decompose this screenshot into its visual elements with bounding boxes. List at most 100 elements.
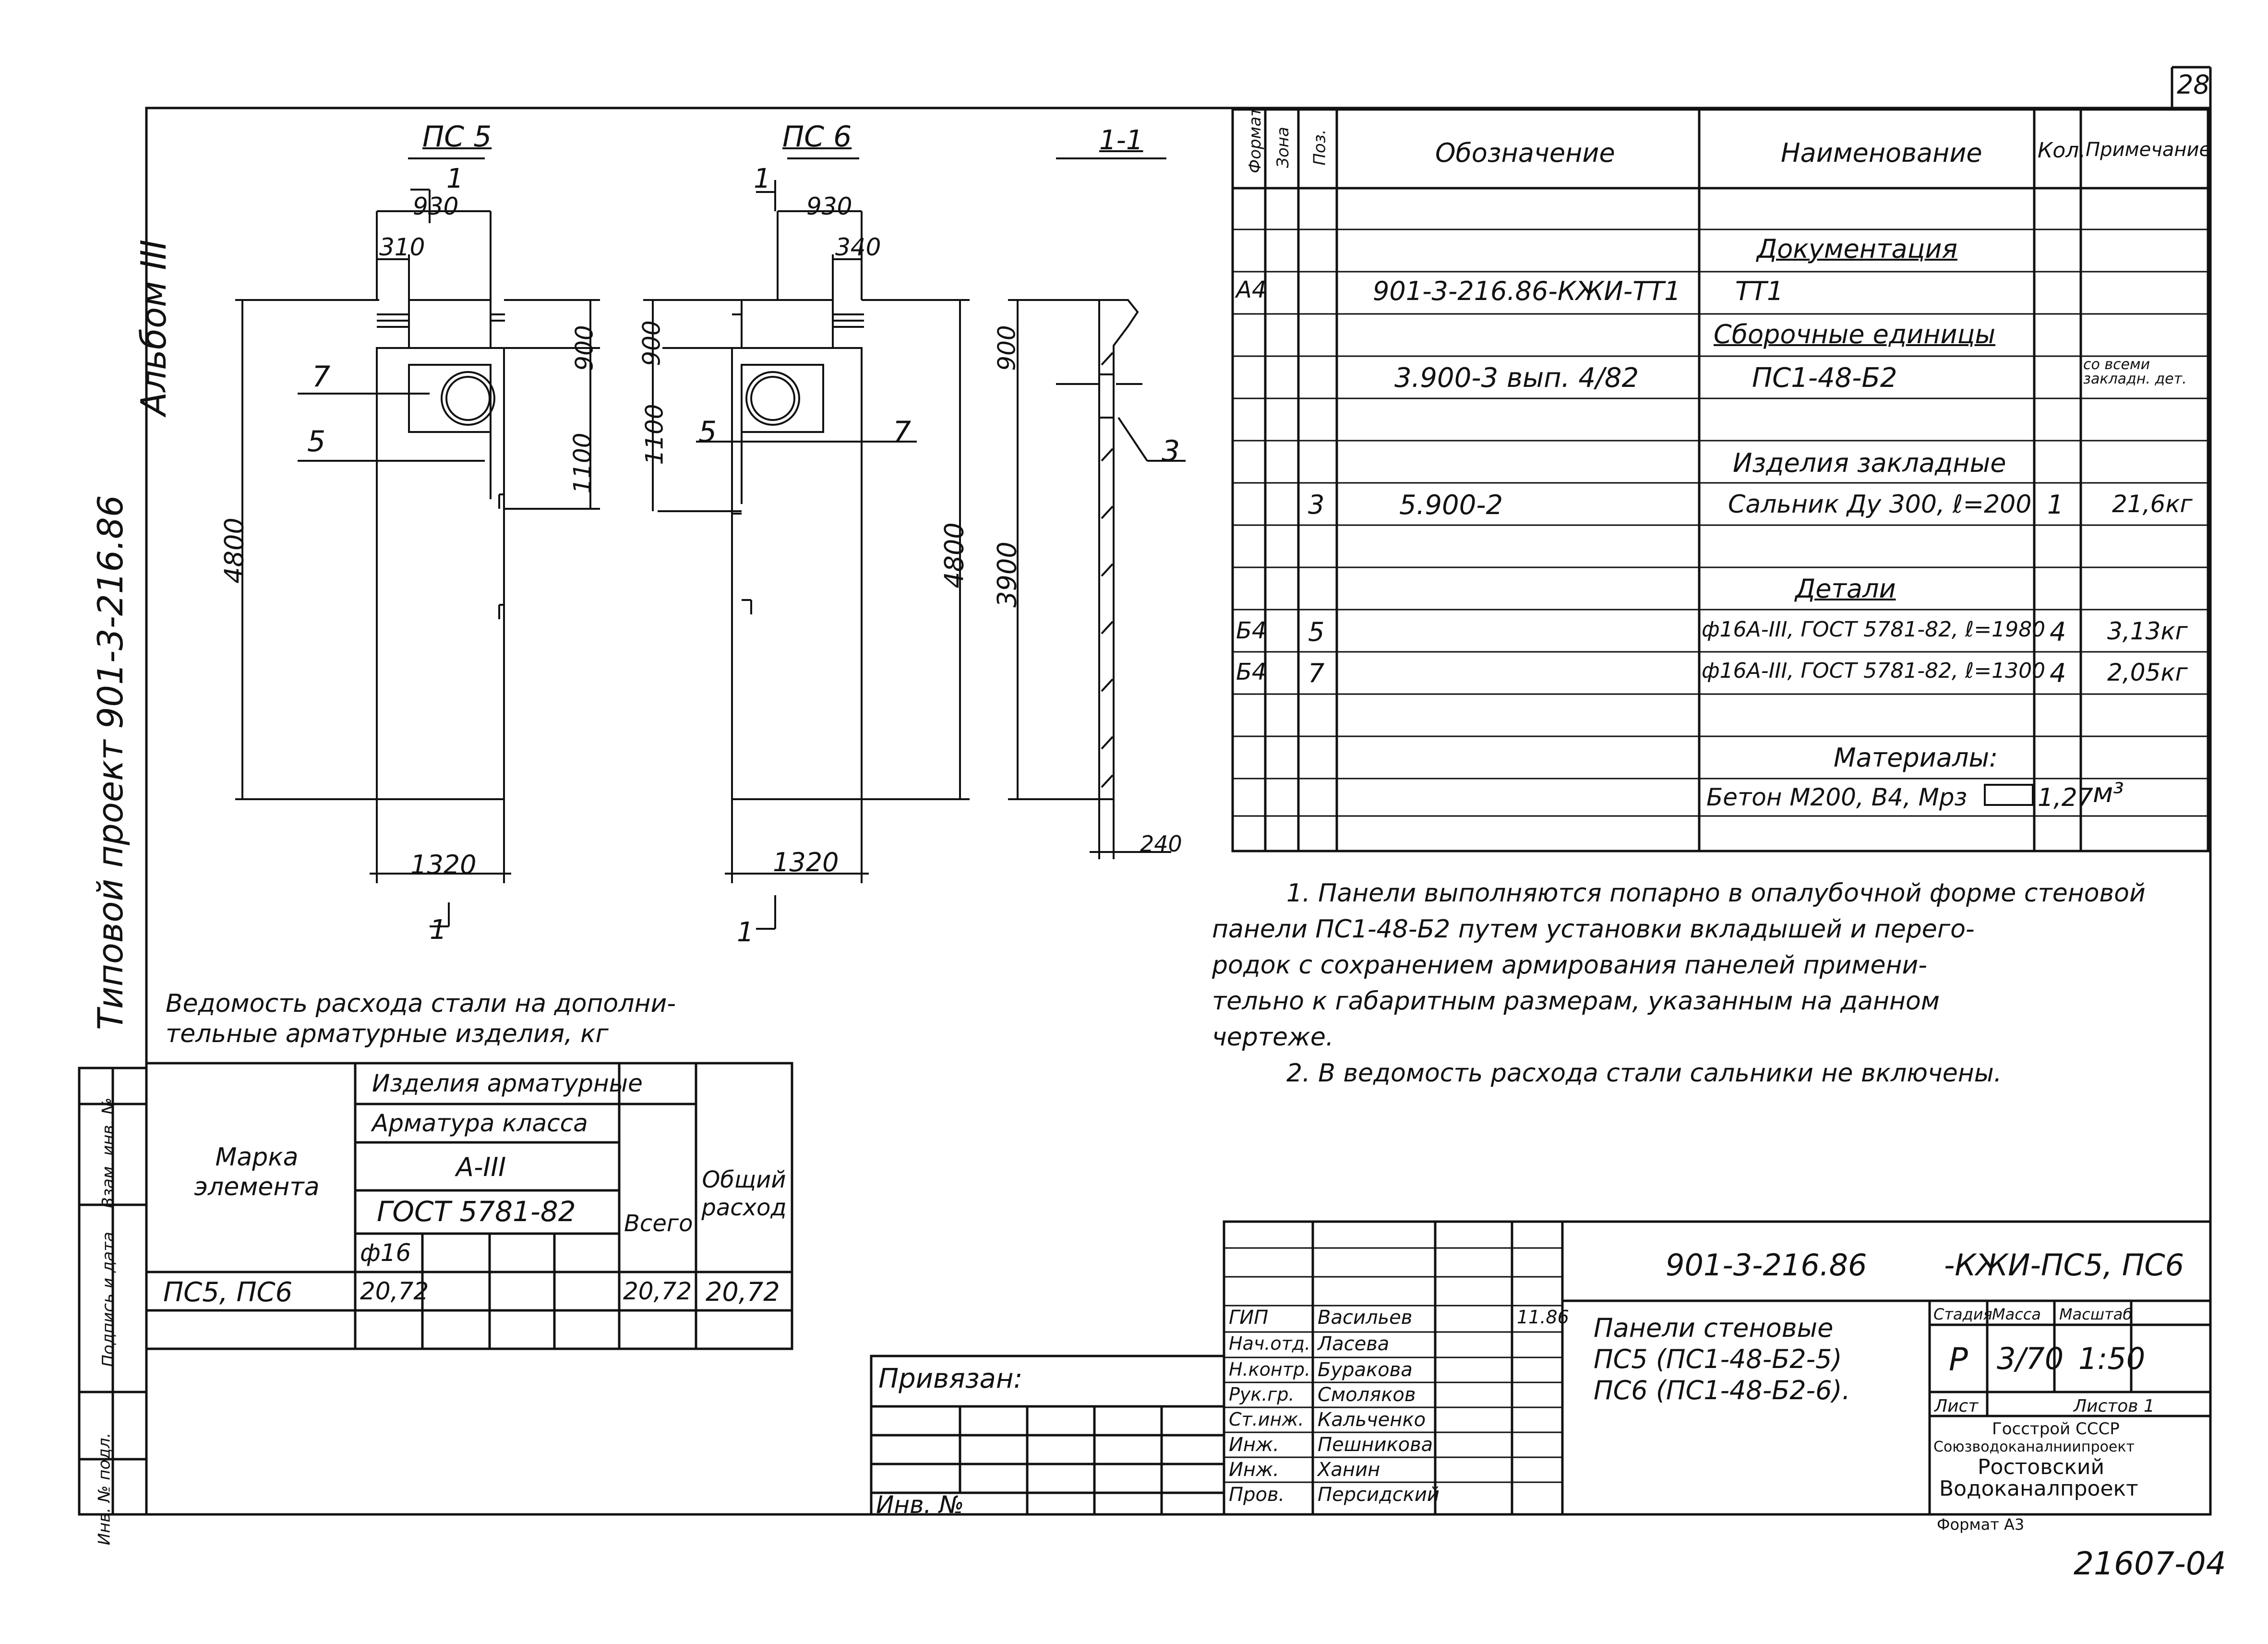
note-line: тельно к габаритным размерам, указанным … <box>1212 987 1940 1016</box>
spec-row-format: Б4 <box>1236 659 1267 685</box>
person-role: Нач.отд. <box>1229 1333 1311 1354</box>
note-line: панели ПС1-48-Б2 путем установки вкладыш… <box>1212 915 1975 944</box>
section-dim-3900: 3900 <box>992 541 1022 608</box>
scale-header: Масштаб <box>2059 1305 2133 1323</box>
steel-diameter: ф16 <box>360 1239 411 1267</box>
spec-row-name: ТТ1 <box>1735 276 1784 306</box>
steel-class: А-III <box>456 1152 506 1182</box>
steel-overall-header: Общий расход <box>701 1166 787 1221</box>
privyazan-grid <box>870 1355 1225 1516</box>
spec-row-pos: 5 <box>1308 617 1325 647</box>
sheet-number: 28 <box>2177 70 2210 100</box>
doc-title: ПС6 (ПС1-48-Б2-6). <box>1594 1375 1850 1405</box>
org-line: Союзводоканалниипроект <box>1933 1439 2135 1455</box>
spec-header-name: Наименование <box>1781 138 1982 168</box>
steel-row-d16: 20,72 <box>360 1277 429 1305</box>
person-role: Рук.гр. <box>1229 1384 1295 1405</box>
ps6-pos-5: 5 <box>698 415 717 449</box>
section-title: 1-1 <box>1099 125 1143 156</box>
spec-row-qty: 4 <box>2050 617 2066 647</box>
steel-total-header: Всего <box>624 1210 693 1237</box>
ps5-section-bottom: 1 <box>430 914 447 946</box>
spec-header-format: Формат <box>1245 107 1265 173</box>
ps6-section-bottom: 1 <box>737 917 754 948</box>
ps6-pos-7: 7 <box>893 415 912 449</box>
person-role: ГИП <box>1229 1307 1269 1329</box>
spec-row-note: м³ <box>2093 778 2124 809</box>
steel-row-mark: ПС5, ПС6 <box>163 1277 293 1308</box>
note-line: родок с сохранением армирования панелей … <box>1212 951 1928 980</box>
person-role: Н.контр. <box>1229 1359 1311 1380</box>
org-line: Ростовский <box>1978 1455 2105 1479</box>
spec-row-qty: 1,27 <box>2038 783 2093 812</box>
side-album-label: Альбом III <box>133 239 174 416</box>
strip-sign-date: Подпись и дата <box>98 1232 118 1367</box>
doc-code-suffix: -КЖИ-ПС5, ПС6 <box>1944 1248 2184 1283</box>
steel-table-grid <box>145 1062 793 1350</box>
spec-row-designation: 5.900-2 <box>1399 490 1503 521</box>
person-name: Кальченко <box>1318 1409 1426 1431</box>
concrete-box <box>1984 784 2034 806</box>
ps5-dim-4800: 4800 <box>219 517 250 584</box>
ps5-pos-7: 7 <box>312 360 331 394</box>
person-name: Персидский <box>1318 1484 1440 1506</box>
ps5-elevation <box>235 157 600 927</box>
section-dim-900: 900 <box>993 325 1021 371</box>
sheets-label: Листов 1 <box>2074 1396 2155 1416</box>
steel-group2: Арматура класса <box>372 1109 588 1137</box>
spec-row-name: Изделия закладные <box>1733 448 2006 478</box>
spec-row-pos: 7 <box>1308 658 1325 688</box>
doc-title: Панели стеновые <box>1594 1313 1834 1343</box>
spec-row-qty: 1 <box>2047 490 2064 520</box>
note-line: чертеже. <box>1212 1023 1334 1052</box>
spec-row-note: 2,05кг <box>2107 659 2188 686</box>
person-role: Инж. <box>1229 1434 1279 1456</box>
spec-header-note: Примечание <box>2086 139 2211 161</box>
spec-row-pos: 3 <box>1308 490 1325 520</box>
steel-col-mark: Марка элемента <box>194 1143 320 1202</box>
steel-row-total: 20,72 <box>623 1277 692 1305</box>
spec-table-rows <box>1233 228 2208 817</box>
spec-row-name: ПС1-48-Б2 <box>1752 362 1897 394</box>
stage-value: Р <box>1949 1341 1968 1378</box>
steel-group1: Изделия арматурные <box>372 1069 643 1097</box>
ps5-dim-1100: 1100 <box>568 432 597 494</box>
spec-row-name: Бетон М200, В4, Мрз <box>1706 783 1968 811</box>
spec-row-designation: 901-3-216.86-КЖИ-ТТ1 <box>1373 276 1681 306</box>
spec-header-qty: Кол. <box>2038 138 2086 163</box>
date: 11.86 <box>1517 1307 1569 1328</box>
spec-table-grid <box>1231 108 2209 852</box>
spec-row-qty: 4 <box>2050 658 2066 688</box>
person-role: Инж. <box>1229 1459 1279 1481</box>
note-line: 1. Панели выполняются попарно в опалубоч… <box>1286 879 2146 908</box>
format-label: Формат А3 <box>1937 1515 2025 1534</box>
title-block-rows <box>1224 1247 1562 1483</box>
spec-row-format: Б4 <box>1236 617 1267 644</box>
person-role: Ст.инж. <box>1229 1409 1304 1430</box>
spec-row-heading: Сборочные единицы <box>1714 319 1996 349</box>
section-dim-240: 240 <box>1140 831 1182 857</box>
ps6-dim-900: 900 <box>637 320 666 366</box>
person-role: Пров. <box>1229 1484 1285 1506</box>
steel-caption: Ведомость расхода стали на дополни- <box>166 989 676 1018</box>
privyazan-inv: Инв. № <box>876 1491 964 1519</box>
ps6-dim-930: 930 <box>806 192 852 220</box>
stage-header: Стадия <box>1933 1305 1992 1323</box>
steel-row-overall: 20,72 <box>706 1277 780 1307</box>
steel-caption: тельные арматурные изделия, кг <box>166 1020 609 1048</box>
spec-header-zone: Зона <box>1273 127 1293 168</box>
spec-row-name: ф16А-III, ГОСТ 5781-82, ℓ=1300 <box>1702 659 2046 683</box>
ps6-elevation <box>643 157 970 930</box>
spec-row-name: Сальник Ду 300, ℓ=200 <box>1728 490 2032 519</box>
spec-header-designation: Обозначение <box>1435 138 1615 168</box>
doc-code: 901-3-216.86 <box>1666 1248 1867 1283</box>
ps5-dim-1320: 1320 <box>410 850 477 880</box>
section-1-1 <box>1008 157 1186 859</box>
ps5-dim-930: 930 <box>413 192 459 220</box>
section-pos-3: 3 <box>1162 434 1180 468</box>
person-name: Васильев <box>1318 1307 1413 1329</box>
sheet-label: Лист <box>1934 1396 1979 1416</box>
privyazan-label: Привязан: <box>878 1363 1023 1394</box>
person-name: Смоляков <box>1318 1384 1416 1406</box>
